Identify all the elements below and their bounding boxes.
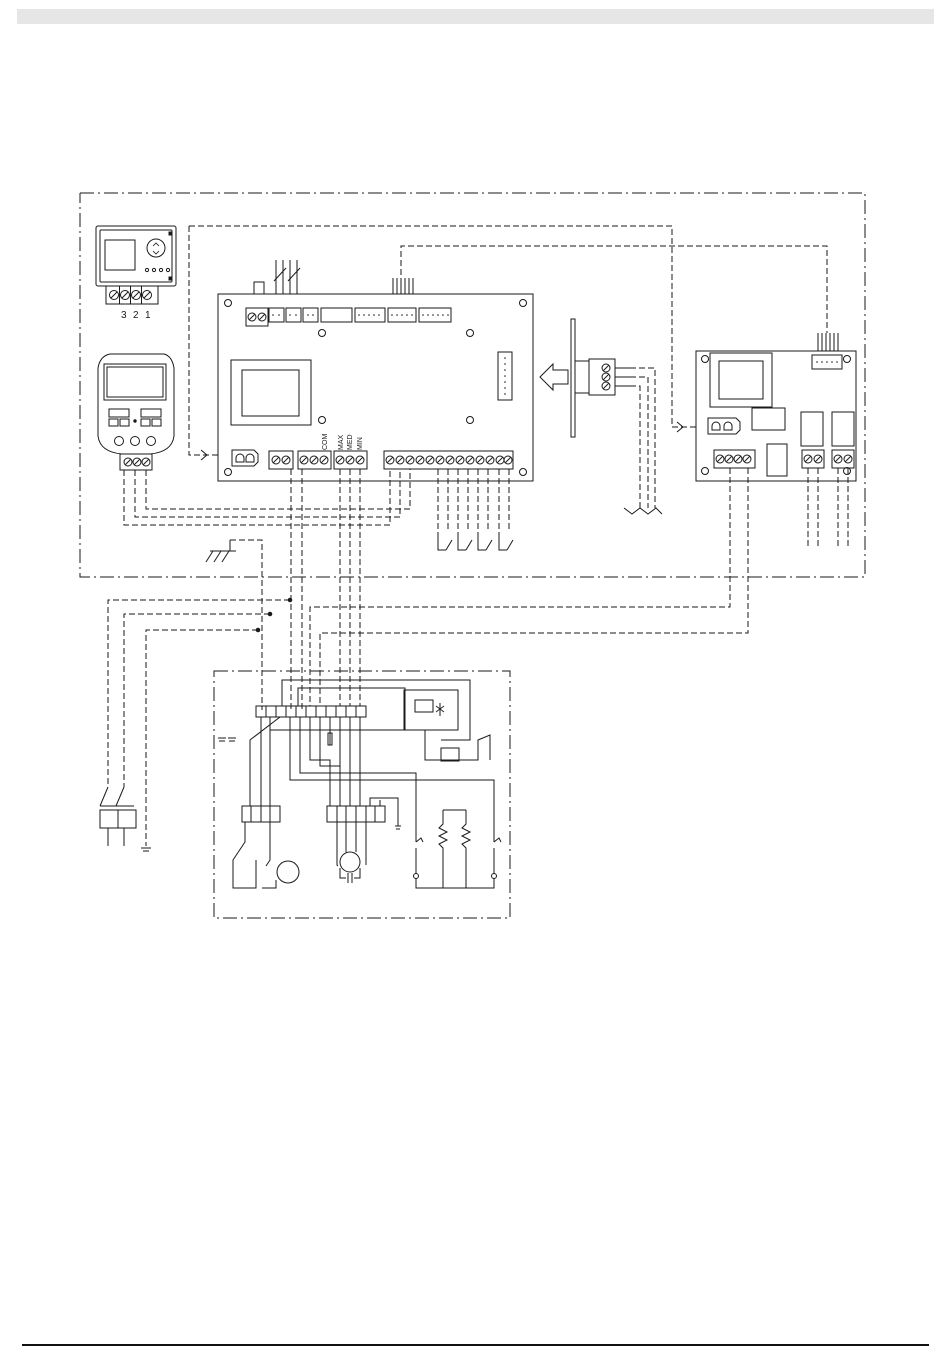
earth-symbol: [206, 540, 236, 562]
external-terminal-connector: [571, 319, 630, 437]
control-enclosure-border: [80, 193, 865, 577]
thermostat-terminal-label-2: 2: [133, 310, 139, 321]
fan-label-max: MAX: [338, 435, 345, 451]
remote-control-unit: [98, 354, 174, 470]
unit-terminal-block: [256, 706, 366, 717]
electric-heaters: [414, 810, 502, 888]
connection-arrow: [540, 364, 568, 390]
board-terminal-strip: [386, 456, 512, 464]
room-thermostat: 3 2 1: [96, 226, 176, 321]
cable-entries: [201, 422, 683, 632]
auxiliary-control-board: [696, 333, 856, 481]
fan-motor: [337, 822, 366, 883]
unit-terminal-blocks-lower: [242, 806, 385, 822]
mains-isolator-switch: [100, 787, 151, 851]
pump-motor: [233, 822, 299, 888]
unit-internal-wiring: [250, 680, 494, 835]
fan-label-med: MED: [347, 434, 354, 450]
thermostat-terminal-label-3: 3: [121, 310, 127, 321]
main-control-board: COM MAX MED MIN: [218, 260, 533, 481]
fan-label-com: COM: [322, 434, 329, 451]
footer-rule: [22, 1344, 929, 1346]
fan-label-min: MIN: [357, 437, 364, 450]
input-switches: [438, 508, 662, 550]
thermostat-terminal-label-1: 1: [145, 310, 151, 321]
thermostat-terminal-block: [110, 286, 152, 304]
